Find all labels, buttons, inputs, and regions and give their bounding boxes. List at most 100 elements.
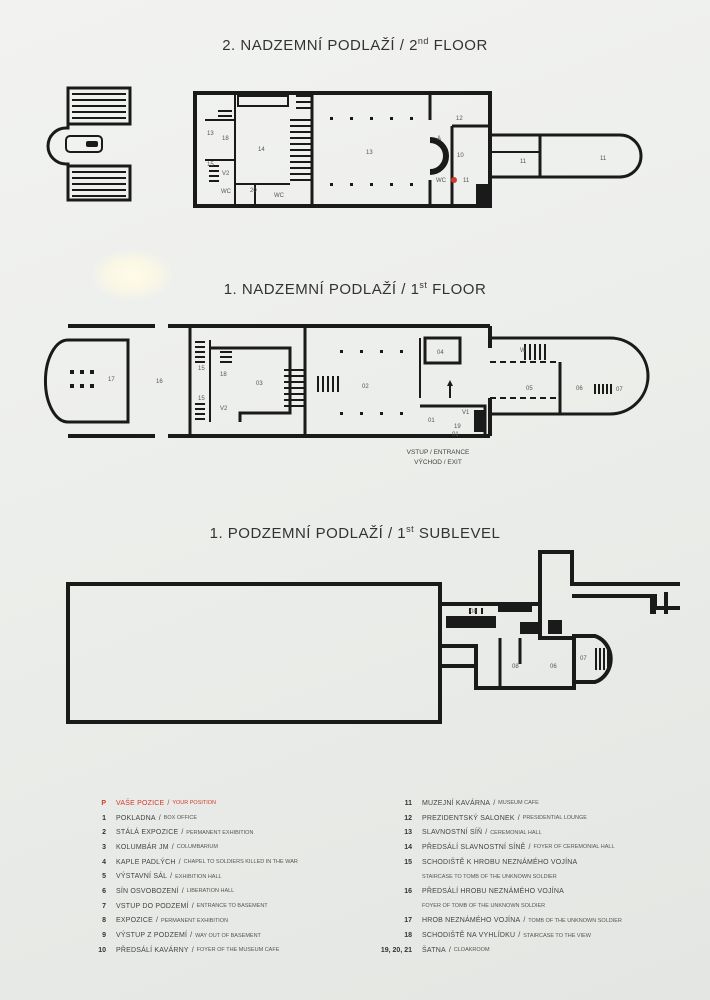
legend-en: FOYER OF CEREMONIAL HALL: [533, 844, 615, 851]
room-label: 12: [456, 116, 463, 122]
room-label: 01: [452, 432, 459, 438]
legend-cz: PŘEDSÁLÍ KAVÁRNY: [116, 946, 189, 954]
light-reflection: [92, 250, 172, 300]
legend-cz: VÝSTUP Z PODZEMÍ: [116, 932, 188, 940]
legend-num: 10: [98, 946, 106, 954]
legend-en: CHAPEL TO SOLDIERS KILLED IN THE WAR: [183, 859, 298, 866]
room-label: 05: [526, 386, 533, 392]
room-label: 02: [362, 384, 369, 390]
room-label: 17: [108, 377, 115, 383]
main-building-outline: [193, 91, 492, 208]
room-label: V1: [462, 410, 470, 416]
legend-cz: VAŠE POZICE: [116, 799, 165, 807]
legend-en: STAIRCASE TO THE VIEW: [523, 932, 591, 939]
room-label: 11: [600, 156, 607, 162]
legend-cz: SÍN OSVOBOZENÍ: [116, 887, 179, 895]
legend-cz: VSTUP DO PODZEMÍ: [116, 902, 189, 910]
stair-block: [66, 164, 132, 202]
legend-en: YOUR POSITION: [172, 800, 217, 807]
legend-item-translation: FOYER OF TOMB OF THE UNKNOWN SOLDIER: [358, 899, 622, 914]
sublevel-title-main: 1. PODZEMNÍ PODLAŽÍ / 1: [209, 525, 407, 542]
room-label: WC: [274, 193, 285, 199]
room-label: 03: [256, 381, 263, 387]
second-floor-title-sup: nd: [417, 36, 429, 46]
legend-en: COLUMBARIUM: [176, 844, 218, 851]
room-label: 13: [366, 150, 373, 156]
room-label: V2: [220, 406, 228, 412]
room-label: 11: [463, 178, 470, 184]
room-label: 07: [580, 656, 587, 662]
legend-num: 3: [102, 843, 106, 851]
room-label: 15: [198, 366, 205, 372]
second-floor-title-main: 2. NADZEMNÍ PODLAŽÍ / 2: [222, 37, 418, 54]
sublevel-hall-outline: [66, 582, 442, 724]
legend-en: PERMANENT EXHIBITION: [186, 829, 254, 836]
legend-en: FOYER OF THE MUSEUM CAFE: [196, 947, 280, 954]
room-label: 01: [428, 418, 435, 424]
legend-en: PRESIDENTIAL LOUNGE: [522, 815, 587, 822]
sublevel-title-sup: st: [406, 524, 415, 534]
room-label: V2: [222, 171, 230, 177]
legend-num: 11: [404, 799, 412, 807]
legend-num: 17: [404, 917, 412, 925]
legend-cz: ŠATNA: [422, 946, 446, 954]
legend-cz: POKLADNA: [116, 814, 156, 822]
second-floor-title: 2. NADZEMNÍ PODLAŽÍ / 2nd FLOOR: [0, 36, 710, 54]
stair-block: [66, 86, 132, 126]
room-label: 08: [470, 609, 477, 615]
room-label: 04: [437, 350, 444, 356]
legend-num: 9: [102, 932, 106, 940]
legend-cz: KOLUMBÁR JM: [116, 843, 169, 851]
first-floor-title: 1. NADZEMNÍ PODLAŽÍ / 1st FLOOR: [0, 280, 710, 298]
room-label: A: [437, 136, 441, 142]
exit-line: VÝCHOD / EXIT: [414, 459, 462, 466]
legend-num: P: [101, 799, 106, 807]
legend-num: 16: [404, 887, 412, 895]
legend-num: 7: [102, 902, 106, 910]
room-label: 19: [454, 424, 461, 430]
room-label: 07: [616, 387, 623, 393]
sublevel-title-end: SUBLEVEL: [414, 525, 501, 542]
legend-cz: PREZIDENTSKÝ SALONEK: [422, 814, 515, 822]
legend-num: 19, 20, 21: [380, 946, 412, 954]
legend-cz: SCHODIŠTĚ K HROBU NEZNÁMÉHO VOJÍNA: [422, 858, 578, 866]
legend-en: LIBERATION HALL: [186, 888, 235, 895]
room-label: 16: [156, 379, 163, 385]
your-position-marker: [451, 177, 457, 183]
legend-cz: MUZEJNÍ KAVÁRNA: [422, 799, 491, 807]
first-floor-title-main: 1. NADZEMNÍ PODLAŽÍ / 1: [223, 281, 420, 298]
legend-num: 18: [404, 932, 412, 940]
second-floor-plan: 13 18 14 15 V2 WC 20 WC 13 12 A 10 11 11…: [46, 86, 643, 208]
room-label: 18: [222, 136, 229, 142]
legend-cz: VÝSTAVNÍ SÁL: [116, 873, 168, 881]
legend-en: CEREMONIAL HALL: [490, 829, 542, 836]
legend-en: MUSEUM CAFE: [498, 800, 539, 807]
legend-num: 15: [404, 858, 412, 866]
room-label: WC: [221, 189, 232, 195]
room-label: 06: [550, 664, 557, 670]
room-label: 15: [207, 162, 214, 168]
room-label: 20: [250, 188, 257, 194]
second-floor-title-end: FLOOR: [428, 37, 488, 54]
room-label: WC: [436, 178, 447, 184]
legend-num: 2: [102, 829, 106, 837]
legend-en: TOMB OF THE UNKNOWN SOLDIER: [528, 917, 622, 924]
legend-num: 13: [404, 829, 412, 837]
room-label: 18: [220, 372, 227, 378]
